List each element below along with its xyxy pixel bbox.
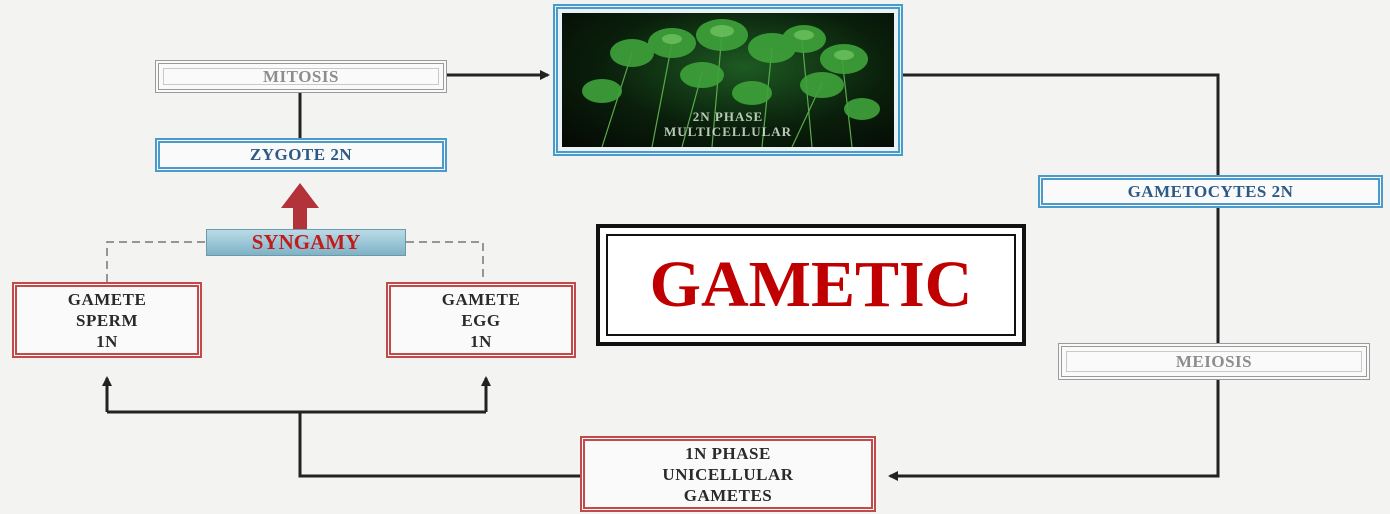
gamete-sperm-box: GAMETE SPERM 1N	[12, 282, 202, 358]
photo-caption: 2N PHASE MULTICELLULAR	[562, 109, 894, 139]
mitosis-label: MITOSIS	[263, 66, 339, 86]
unicellular-box: 1N PHASE UNICELLULAR GAMETES	[580, 436, 876, 512]
zygote-label: ZYGOTE 2N	[249, 145, 353, 164]
unicellular-line-1: 1N PHASE	[685, 443, 771, 463]
gametocytes-label: GAMETOCYTES 2N	[1127, 181, 1294, 201]
dashed-sperm-syngamy	[106, 241, 206, 282]
gamete-sperm-line-1: GAMETE	[67, 289, 147, 309]
gamete-sperm-line-2: SPERM	[76, 310, 138, 330]
gamete-egg-line-1: GAMETE	[441, 289, 521, 309]
syngamy-label: SYNGAMY	[206, 229, 406, 256]
photo-caption-line-2: MULTICELLULAR	[663, 124, 793, 139]
line-2n-phase-to-gametocytes	[903, 73, 1220, 175]
gametocytes-box: GAMETOCYTES 2N	[1038, 175, 1383, 208]
gamete-sperm-line-3: 1N	[96, 331, 118, 351]
arrow-meiosis-to-unicellular	[888, 380, 1220, 481]
unicellular-line-2: UNICELLULAR	[662, 464, 794, 484]
red-up-arrow	[281, 183, 319, 229]
zygote-box: ZYGOTE 2N	[155, 138, 447, 172]
unicellular-line-3: GAMETES	[683, 485, 773, 505]
photo-caption-line-1: 2N PHASE	[692, 109, 764, 124]
gamete-egg-line-2: EGG	[461, 310, 501, 330]
2n-phase-photo-frame: 2N PHASE MULTICELLULAR	[553, 4, 903, 156]
gametic-title: GAMETIC	[606, 234, 1016, 336]
meiosis-box: MEIOSIS	[1058, 343, 1370, 380]
plant-leaves-image	[582, 19, 880, 147]
gamete-egg-line-3: 1N	[470, 331, 492, 351]
mitosis-box: MITOSIS	[155, 60, 447, 93]
gametic-title-box: GAMETIC	[596, 224, 1026, 346]
gamete-egg-box: GAMETE EGG 1N	[386, 282, 576, 358]
meiosis-label: MEIOSIS	[1175, 351, 1253, 371]
arrow-unicellular-to-gametes	[298, 412, 580, 478]
plant-photo: 2N PHASE MULTICELLULAR	[562, 13, 894, 147]
dashed-egg-syngamy	[406, 241, 484, 282]
